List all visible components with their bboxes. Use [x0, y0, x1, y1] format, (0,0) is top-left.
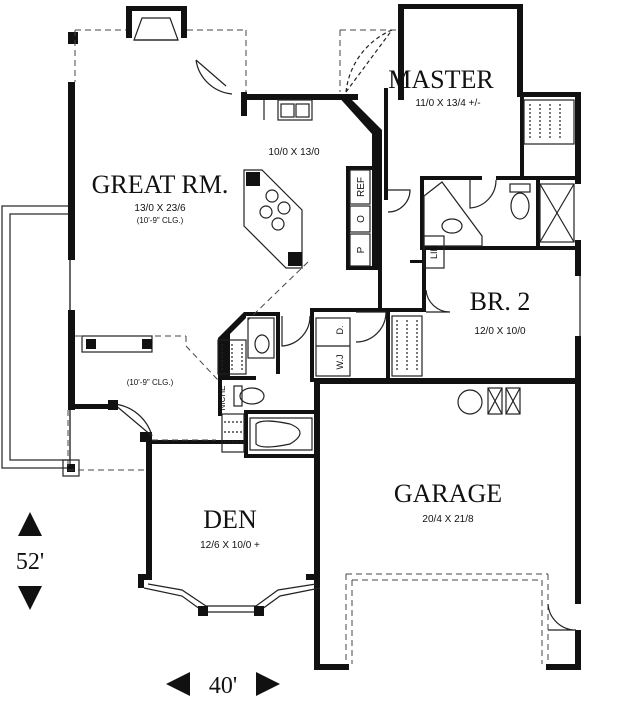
arrow-right-icon — [256, 672, 280, 696]
exterior-walls — [68, 4, 581, 670]
room-name-great-room: GREAT RM. — [92, 170, 229, 199]
arrow-down-icon — [18, 586, 42, 610]
arrow-left-icon — [166, 672, 190, 696]
overall-dimensions: 52' 40' — [16, 512, 280, 699]
room-ceiling-great-room: (10'-9" CLG.) — [137, 216, 184, 225]
room-dims-kitchen: 10/0 X 13/0 — [268, 147, 320, 158]
fixtures — [81, 17, 575, 453]
interior-walls — [74, 88, 580, 458]
label-niche: NICHE — [218, 386, 227, 411]
overall-depth: 52' — [16, 549, 44, 575]
room-name-br2: BR. 2 — [470, 287, 531, 316]
fixture-labels: REF O P LIN W.J D. NICHE — [218, 177, 439, 410]
doors — [108, 29, 577, 631]
room-dims-great-room: 13/0 X 23/6 — [134, 203, 186, 214]
patio-outline — [1, 205, 80, 477]
room-dims-garage: 20/4 X 21/8 — [422, 514, 474, 525]
label-washer: W.J — [335, 355, 345, 370]
room-name-den: DEN — [203, 505, 257, 534]
room-dims-master: 11/0 X 13/4 +/- — [415, 98, 480, 109]
label-linen: LIN — [429, 245, 439, 259]
label-dryer: D. — [335, 326, 345, 335]
room-name-master: MASTER — [388, 65, 494, 94]
overall-width: 40' — [209, 673, 237, 699]
label-oven: O — [356, 215, 367, 223]
room-dims-br2: 12/0 X 10/0 — [474, 326, 526, 337]
den-bay-window — [143, 583, 321, 616]
label-ref: REF — [356, 177, 367, 197]
label-pantry: P — [356, 246, 367, 253]
room-name-garage: GARAGE — [394, 479, 502, 508]
room-labels: MASTER 11/0 X 13/4 +/- 10/0 X 13/0 GREAT… — [92, 65, 531, 551]
arrow-up-icon — [18, 512, 42, 536]
room-ceiling-entry: (10'-9" CLG.) — [127, 378, 174, 387]
room-dims-den: 12/6 X 10/0 + — [200, 540, 260, 551]
